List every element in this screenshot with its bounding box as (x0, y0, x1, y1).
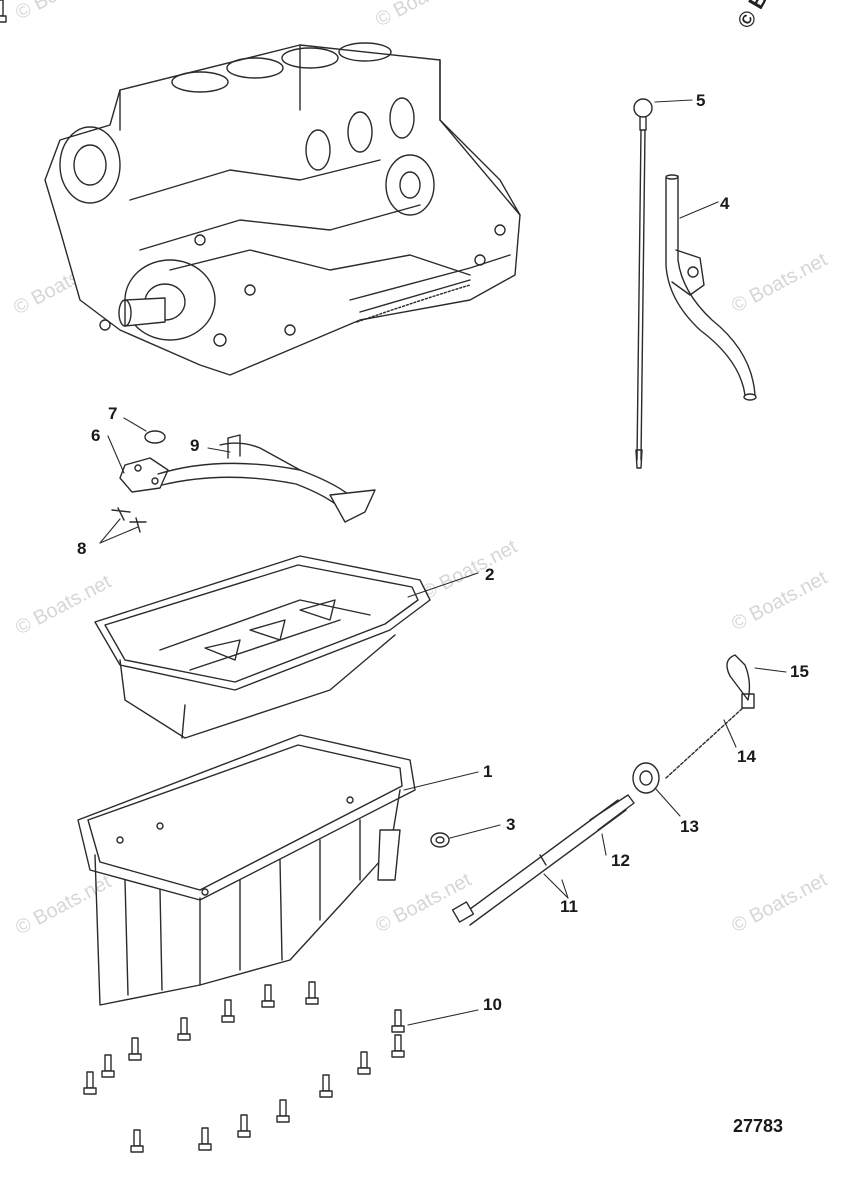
o-ring-part-7 (144, 430, 166, 444)
callout-13: 13 (680, 817, 699, 836)
callout-5: 5 (696, 91, 706, 110)
callout-15: 15 (790, 662, 809, 681)
clip-part-15 (726, 654, 751, 701)
callout-8: 8 (77, 539, 87, 558)
dipstick-tube (665, 174, 757, 401)
oil-level-sensor-tube (451, 794, 635, 926)
sensor-harness-part-14 (665, 693, 755, 779)
callout-12: 12 (611, 851, 630, 870)
oil-pan-bolts-part-10 (0, 0, 405, 1153)
callout-3: 3 (506, 815, 516, 834)
oil-pan-part-1 (77, 734, 416, 1006)
callout-14: 14 (737, 747, 756, 766)
callout-11: 11 (560, 897, 578, 916)
callout-1: 1 (483, 762, 493, 781)
callout-6: 6 (91, 426, 101, 445)
oil-pickup-tube (111, 430, 376, 533)
dipstick (633, 98, 653, 469)
seal-part-13 (632, 762, 660, 794)
callout-10: 10 (483, 995, 502, 1014)
oil-pan-gasket-part-2 (94, 555, 431, 739)
leader-lines (99, 99, 787, 1026)
engine-block (44, 42, 521, 376)
washer-part-3 (430, 832, 450, 848)
callout-7: 7 (108, 404, 118, 423)
callout-2: 2 (485, 565, 495, 584)
callout-9: 9 (190, 436, 200, 455)
figure-number: 27783 (733, 1116, 784, 1136)
callout-4: 4 (720, 194, 730, 213)
